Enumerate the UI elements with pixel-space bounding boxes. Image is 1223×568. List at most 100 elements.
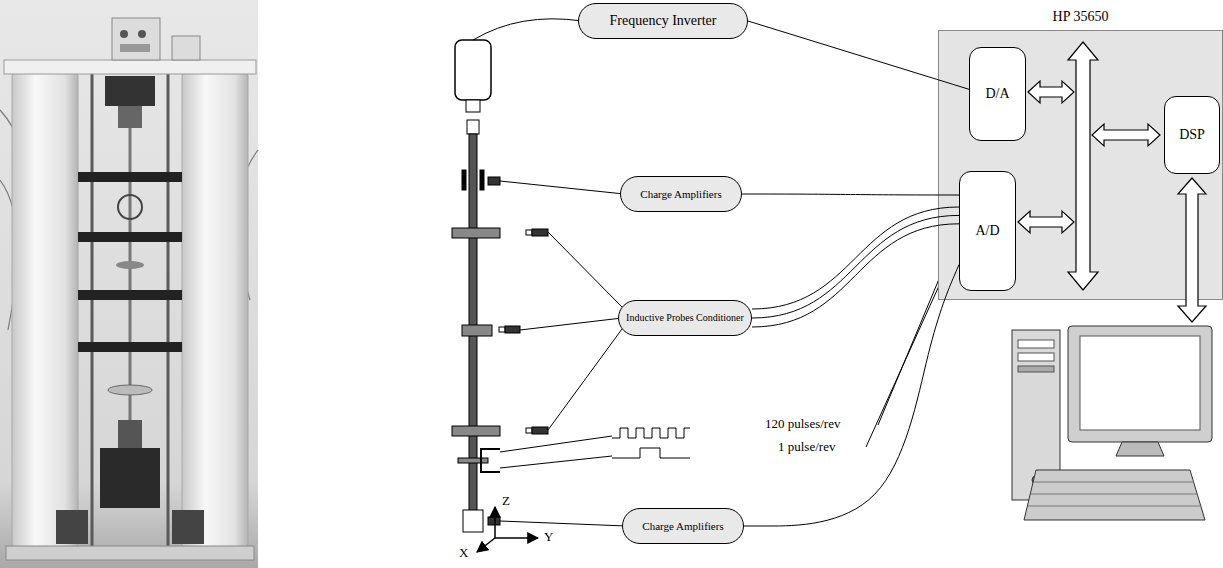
rotor-schematic: [532, 427, 548, 434]
inverter-box: Frequency Inverter: [578, 3, 748, 39]
computer-icon: [1080, 336, 1200, 430]
test-rig-photo: [172, 510, 204, 544]
test-rig-photo: [0, 0, 258, 568]
test-rig-photo: [118, 420, 142, 448]
signal-wire: [548, 232, 622, 307]
computer-icon: [1012, 326, 1212, 520]
signal-label: 1 pulse/rev: [778, 440, 835, 455]
test-rig-photo: [56, 510, 88, 544]
rotor-schematic: [452, 426, 500, 436]
node-label: Charge Amplifiers: [640, 188, 721, 201]
rotor-schematic: [480, 170, 484, 190]
rotor-schematic: [488, 517, 500, 525]
node-label: D/A: [985, 86, 1009, 102]
converter-box: D/A: [969, 47, 1026, 141]
computer-icon: [1018, 353, 1054, 361]
node-label: Frequency Inverter: [610, 13, 717, 29]
signal-connector: [752, 207, 959, 309]
rotor-schematic: [526, 230, 532, 235]
signal-wire: [500, 456, 612, 468]
test-rig-photo: [112, 18, 160, 60]
computer-icon: [1028, 482, 1201, 506]
rotor-schematic: [488, 177, 500, 185]
test-rig-photo: [172, 36, 200, 60]
signal-wire: [548, 329, 622, 430]
rotor-schematic: [452, 228, 500, 238]
rotor-schematic: [467, 120, 479, 134]
rotor-schematic: [481, 449, 500, 472]
data-bus-arrow: [1018, 211, 1074, 233]
test-rig-photo: [182, 72, 248, 548]
pulse-waveform: [612, 428, 690, 458]
rotor-schematic: [526, 428, 532, 433]
test-rig-photo: [120, 44, 150, 52]
rotor-schematic: [505, 326, 520, 333]
test-rig-photo: [78, 172, 182, 182]
test-rig-photo: [78, 232, 182, 242]
test-rig-photo: [12, 72, 78, 548]
panel-heading: HP 35650: [939, 9, 1222, 25]
test-rig-photo: [108, 385, 152, 395]
rotor-schematic: [458, 458, 488, 463]
node-label: A/D: [975, 223, 999, 239]
test-rig-photo: [138, 30, 146, 38]
signal-wire: [520, 318, 622, 330]
amplifier-box: Charge Amplifiers: [622, 508, 744, 544]
axis-triad: [495, 537, 538, 539]
signal-connector: [744, 265, 959, 526]
rotor-schematic: [532, 229, 548, 236]
node-label: Charge Amplifiers: [642, 520, 723, 533]
processor-box: DSP: [1164, 96, 1220, 174]
test-rig-photo: [6, 546, 254, 560]
computer-icon: [1024, 470, 1205, 520]
test-rig-photo: [118, 106, 142, 128]
test-rig-photo: [120, 30, 128, 38]
node-label: Inductive Probes Conditioner: [626, 312, 744, 324]
rotor-schematic: [463, 510, 483, 532]
test-rig-photo: [0, 0, 258, 568]
signal-wire: [473, 19, 582, 40]
computer-icon: [1018, 366, 1054, 372]
test-rig-photo: [100, 448, 160, 508]
node-label: DSP: [1179, 127, 1205, 143]
axis-triad: [494, 507, 496, 538]
data-bus-arrow: [1028, 81, 1074, 103]
signal-wire: [473, 19, 957, 526]
test-rig-photo: [78, 290, 182, 300]
rotor-schematic: [466, 100, 480, 112]
test-rig-photo: [91, 74, 94, 546]
signal-wire: [500, 436, 612, 452]
axis-triad: [477, 507, 538, 552]
signal-connector: [742, 194, 959, 195]
rotor-schematic: [499, 327, 505, 332]
signal-wire: [500, 521, 626, 526]
axis-label: X: [459, 546, 468, 561]
computer-icon: [1116, 442, 1164, 456]
test-rig-photo: [118, 195, 142, 219]
rotor-schematic: [455, 40, 491, 100]
data-bus-arrow: [1092, 124, 1160, 146]
computer-icon: [1018, 340, 1054, 348]
converter-box: A/D: [959, 171, 1016, 291]
rotor-schematic: [462, 325, 492, 336]
axis-label: Z: [502, 494, 510, 509]
test-rig-photo: [116, 261, 144, 269]
pulse-waveform: [612, 428, 690, 438]
signal-connector: [748, 21, 969, 89]
test-rig-photo: [105, 76, 155, 106]
rotor-schematic: [452, 40, 548, 532]
signal-connector: [752, 224, 959, 327]
pulse-waveform: [612, 448, 690, 458]
test-rig-photo: [167, 74, 170, 546]
conditioner-box: Inductive Probes Conditioner: [618, 300, 752, 336]
test-rig-photo: [4, 60, 256, 74]
amplifier-box: Charge Amplifiers: [620, 176, 742, 212]
signal-connector: [752, 215, 959, 318]
data-bus-arrow: [1018, 42, 1206, 322]
computer-icon: [1068, 326, 1212, 442]
signal-wire: [500, 181, 624, 194]
axis-label: Y: [544, 530, 553, 545]
test-rig-photo: [78, 342, 182, 352]
